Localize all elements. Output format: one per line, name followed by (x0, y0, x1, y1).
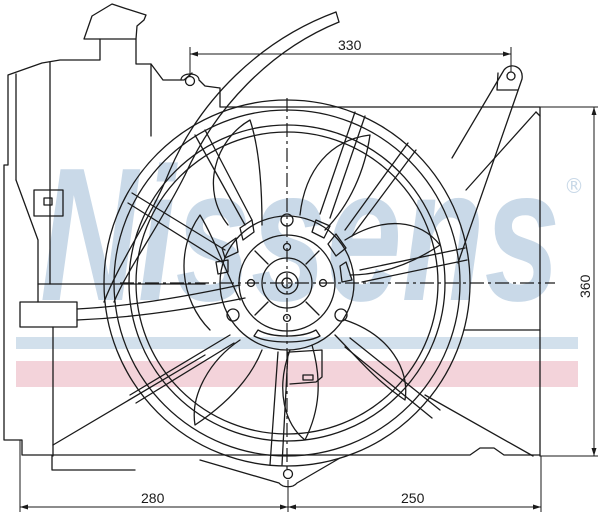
dimension-bottom-right-label: 250 (401, 490, 425, 506)
mount-hole-top-right (506, 71, 516, 81)
dimension-bottom-left-label: 280 (141, 490, 165, 506)
hub-mount-hole (334, 308, 348, 322)
mount-hole-top-left (184, 75, 196, 87)
watermark-brand-text: Nissens (40, 129, 560, 341)
watermark-band-blue (16, 337, 578, 349)
dimension-top-label: 330 (338, 37, 362, 53)
center-lines (120, 98, 555, 470)
mount-hole-bottom (282, 468, 294, 480)
watermark: Nissens ® (16, 129, 584, 387)
dimension-right-label: 360 (577, 274, 593, 298)
watermark-registered-mark: ® (564, 174, 584, 198)
watermark-band-red (16, 361, 578, 387)
tank-filler-cap (83, 3, 147, 40)
tank-body (3, 38, 136, 471)
dimension-right: 360 (540, 106, 598, 457)
expansion-tank (3, 3, 206, 471)
motor-connector (19, 301, 78, 328)
hub-connector-slot (302, 374, 314, 381)
shroud-spokes (127, 111, 468, 466)
hub-mount-hole (226, 308, 240, 322)
dimension-bottom: 280 250 (19, 440, 542, 512)
dimension-top: 330 (189, 37, 512, 76)
tank-sensor-bracket (33, 189, 64, 217)
